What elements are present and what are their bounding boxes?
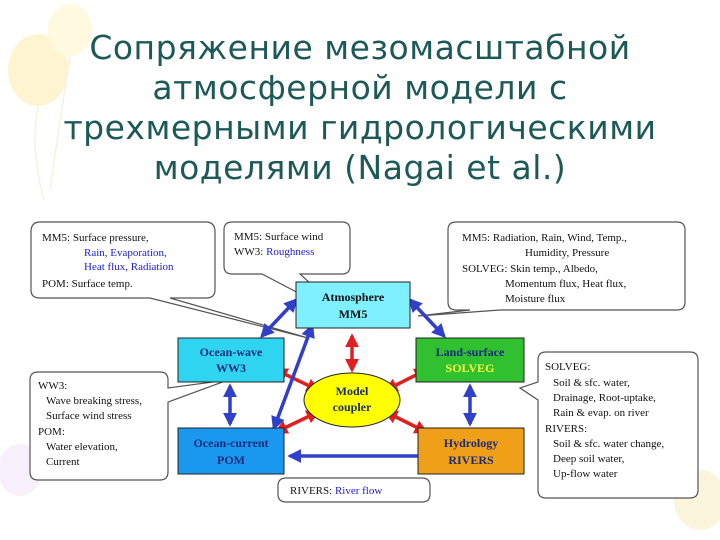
node-coupler-line2: coupler [333,400,372,414]
title-line-2: атмосферной модели с [152,68,568,107]
node-land-surface-model: SOLVEG [446,361,495,375]
callout-wave-current-line6: Current [46,456,80,468]
node-ocean-current: Ocean-current POM [177,427,285,475]
node-ocean-wave-name: Ocean-wave [200,345,263,359]
callout-atm-ocean-shape [30,221,309,339]
node-hydrology-model: RIVERS [448,453,494,467]
callout-wave-current-line4: POM: [38,426,65,438]
callout-atm-wave-prefix: WW3: [234,246,266,258]
node-ocean-current-name: Ocean-current [193,436,268,450]
callout-wave-current-shape [29,371,229,481]
arrow-atmosphere-ocean-current [271,323,315,431]
slide-title: Сопряжение мезомасштабной атмосферной мо… [20,28,700,188]
arrow-atmosphere-land-surface [408,297,446,339]
callout-atm-land-line5: Moisture flux [505,293,566,305]
callout-wave-current-line1: WW3: [38,380,67,392]
callout-land-hydro-line6: Soil & sfc. water change, [553,438,664,450]
node-land-surface: Land-surface SOLVEG [415,337,525,383]
callout-atm-ocean-line3: Heat flux, Radiation [84,261,174,273]
callout-atm-land-line3: SOLVEG: Skin temp., Albedo, [462,263,598,275]
callout-atm-land-line2: Humidity, Pressure [525,247,609,259]
callout-wave-current-line3: Surface wind stress [46,410,132,422]
callout-land-hydro-line5: RIVERS: [545,423,587,435]
node-hydrology: Hydrology RIVERS [417,427,525,475]
callout-atm-ocean-line2: Rain, Evaporation, [84,247,167,259]
callout-rivers-prefix: RIVERS: [290,485,335,497]
node-atmosphere-model: MM5 [339,307,368,321]
callout-atm-wave-value: Roughness [266,246,314,258]
node-ocean-current-model: POM [217,453,245,467]
callout-atm-ocean-line4: POM: Surface temp. [42,278,133,290]
callout-atm-land-shape [417,221,686,317]
callout-land-hydro-line1: SOLVEG: [545,361,590,373]
callout-wave-current-line2: Wave breaking stress, [46,395,142,407]
callout-land-hydro-line7: Deep soil water, [553,453,625,465]
node-atmosphere-name: Atmosphere [322,290,385,304]
callout-land-hydro-line4: Rain & evap. on river [553,407,649,419]
callout-land-hydro-line3: Drainage, Root-uptake, [553,392,656,404]
callout-atm-wave-line1: MM5: Surface wind [234,231,324,243]
callout-rivers-shape [277,477,431,503]
arrow-atmosphere-ocean-wave [260,297,298,339]
node-coupler-line1: Model [336,384,369,398]
callout-rivers-line: RIVERS: River flow [290,485,382,497]
callout-atm-wave-line2: WW3: Roughness [234,246,314,258]
callout-atm-ocean-line1: MM5: Surface pressure, [42,232,149,244]
node-land-surface-name: Land-surface [436,345,505,359]
callout-land-hydro-shape [518,351,699,499]
node-model-coupler: Model coupler [303,372,401,428]
callout-rivers-value: River flow [335,485,382,497]
callout-land-hydro-line8: Up-flow water [553,468,618,480]
title-line-1: Сопряжение мезомасштабной [89,28,631,67]
callout-wave-current-line5: Water elevation, [46,441,118,453]
callout-atm-land-line1: MM5: Radiation, Rain, Wind, Temp., [462,232,627,244]
node-ocean-wave-model: WW3 [216,361,246,375]
title-line-4: моделями (Nagai et al.) [153,148,567,187]
node-ocean-wave: Ocean-wave WW3 [177,337,285,383]
node-atmosphere: Atmosphere MM5 [295,281,411,329]
callout-atm-land-line4: Momentum flux, Heat flux, [505,278,627,290]
node-hydrology-name: Hydrology [444,436,498,450]
title-line-3: трехмерными гидрологическими [63,108,657,147]
callout-land-hydro-line2: Soil & sfc. water, [553,377,630,389]
